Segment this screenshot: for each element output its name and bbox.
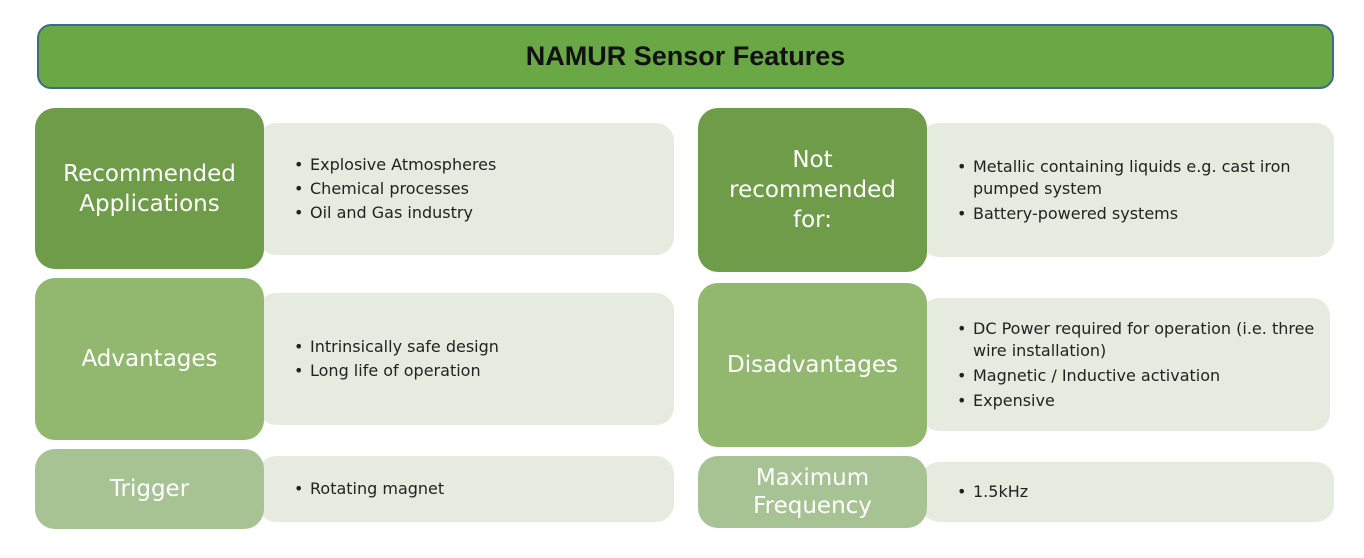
list-item: Magnetic / Inductive activation [957, 365, 1329, 387]
list-item: Long life of operation [294, 359, 499, 383]
disadvantages-panel: DC Power required for operation (i.e. th… [921, 298, 1330, 431]
list-item: Oil and Gas industry [294, 201, 496, 225]
disadvantages-label: Disadvantages [698, 283, 927, 447]
list-item: Intrinsically safe design [294, 335, 499, 359]
not-recommended-label: Not recommended for: [698, 108, 927, 272]
trigger-panel: Rotating magnet [258, 456, 674, 522]
advantages-list: Intrinsically safe design Long life of o… [294, 335, 499, 383]
list-item: DC Power required for operation (i.e. th… [957, 318, 1329, 362]
title-banner: NAMUR Sensor Features [37, 24, 1334, 89]
list-item: Chemical processes [294, 177, 496, 201]
disadvantages-list: DC Power required for operation (i.e. th… [957, 318, 1329, 412]
trigger-list: Rotating magnet [294, 477, 444, 501]
max-frequency-list: 1.5kHz [957, 480, 1028, 504]
page-title: NAMUR Sensor Features [525, 41, 846, 71]
list-item: Expensive [957, 390, 1329, 412]
not-recommended-list: Metallic containing liquids e.g. cast ir… [957, 156, 1317, 225]
not-recommended-panel: Metallic containing liquids e.g. cast ir… [921, 123, 1334, 257]
max-frequency-label: Maximum Frequency [698, 456, 927, 528]
list-item: Rotating magnet [294, 477, 444, 501]
applications-panel: Explosive Atmospheres Chemical processes… [258, 123, 674, 255]
max-frequency-panel: 1.5kHz [921, 462, 1334, 522]
list-item: Battery-powered systems [957, 203, 1317, 225]
applications-label: Recommended Applications [35, 108, 264, 269]
trigger-label: Trigger [35, 449, 264, 529]
advantages-panel: Intrinsically safe design Long life of o… [258, 293, 674, 425]
applications-list: Explosive Atmospheres Chemical processes… [294, 153, 496, 225]
list-item: 1.5kHz [957, 480, 1028, 504]
advantages-label: Advantages [35, 278, 264, 440]
list-item: Explosive Atmospheres [294, 153, 496, 177]
list-item: Metallic containing liquids e.g. cast ir… [957, 156, 1317, 200]
